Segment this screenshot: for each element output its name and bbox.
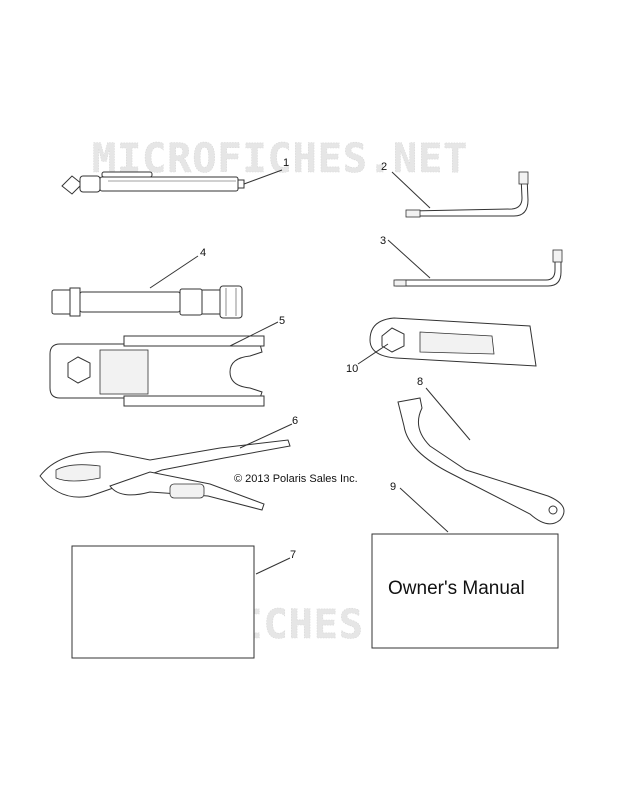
part-5-wrench bbox=[49, 335, 265, 407]
callout-6: 6 bbox=[292, 415, 298, 427]
callout-9: 9 bbox=[390, 481, 396, 493]
part-8-spanner-wrench bbox=[397, 397, 565, 525]
callout-5: 5 bbox=[279, 315, 285, 327]
leader-4 bbox=[149, 255, 199, 289]
callout-8: 8 bbox=[417, 376, 423, 388]
callout-7: 7 bbox=[290, 549, 296, 561]
leader-3 bbox=[387, 239, 431, 279]
watermark-top: MICROFICHES.NET bbox=[92, 136, 468, 182]
part-2-hex-key bbox=[405, 171, 529, 218]
callout-4: 4 bbox=[200, 247, 206, 259]
leader-8 bbox=[425, 387, 471, 441]
leader-5 bbox=[229, 321, 279, 347]
leader-9 bbox=[399, 487, 449, 533]
leader-2 bbox=[391, 171, 431, 209]
callout-10: 10 bbox=[346, 363, 358, 375]
leader-6 bbox=[239, 423, 293, 449]
part-6-pliers bbox=[39, 439, 291, 511]
part-1-tire-gauge bbox=[61, 171, 245, 195]
part-4-socket bbox=[51, 285, 243, 319]
callout-2: 2 bbox=[381, 161, 387, 173]
leader-7 bbox=[255, 557, 291, 575]
part-3-hex-key bbox=[393, 249, 563, 287]
part-10-flat-wrench bbox=[369, 317, 537, 367]
part-7-document bbox=[71, 545, 255, 659]
leader-10 bbox=[357, 343, 389, 365]
copyright-text: © 2013 Polaris Sales Inc. bbox=[234, 473, 358, 485]
manual-title: Owner's Manual bbox=[388, 578, 525, 599]
callout-1: 1 bbox=[283, 157, 289, 169]
part-9-owners-manual bbox=[371, 533, 559, 649]
callout-3: 3 bbox=[380, 235, 386, 247]
leader-1 bbox=[243, 169, 283, 185]
